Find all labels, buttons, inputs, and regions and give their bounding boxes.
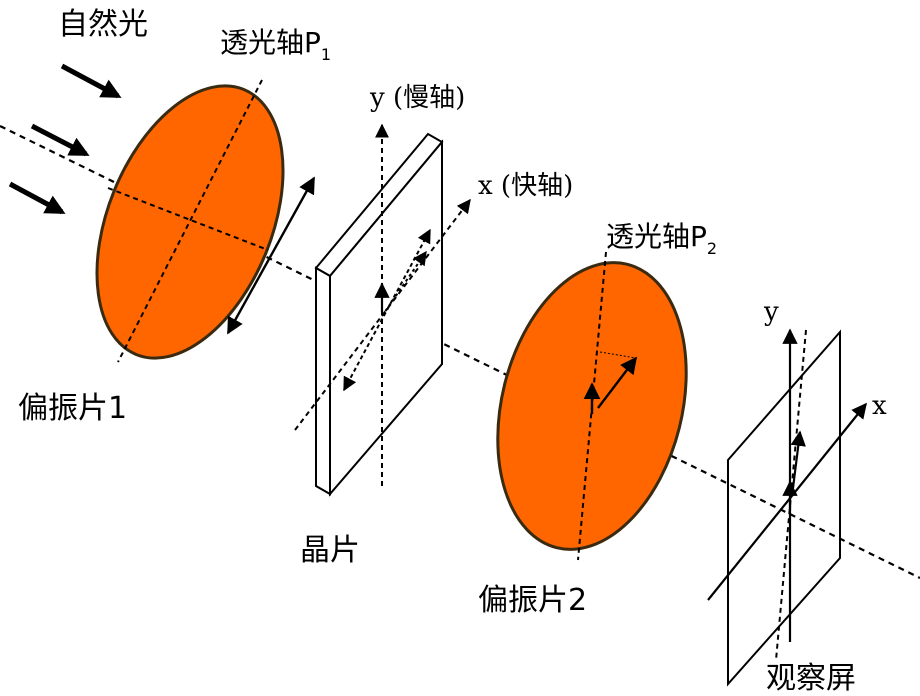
label-screen-y: y [763, 297, 779, 327]
screen-x-axis [707, 402, 867, 601]
polarizer-1 [95, 84, 285, 360]
polarizer-1-cross-axis [107, 187, 269, 251]
crystal-plate [314, 132, 444, 497]
incoming-light-arrows [8, 63, 122, 215]
label-axis-p1-sub: 1 [321, 45, 331, 64]
label-y-slow-axis: y (慢轴) [369, 83, 465, 113]
label-screen: 观察屏 [766, 661, 856, 696]
label-natural-light: 自然光 [58, 7, 148, 42]
label-axis-p1: 透光轴P1 [220, 26, 331, 64]
label-polarizer-1: 偏振片1 [18, 391, 127, 426]
observation-screen [727, 329, 841, 687]
polarizer-2-vector [597, 356, 638, 409]
polarizer-1-transmission-axis [117, 79, 263, 363]
crystal-component-arrow-2 [381, 250, 427, 317]
label-crystal: 晶片 [300, 533, 360, 568]
label-axis-p2-sub: 2 [707, 239, 717, 258]
label-screen-x: x [872, 391, 887, 421]
label-axis-p2: 透光轴P2 [606, 220, 717, 258]
crystal-component-arrow [343, 228, 431, 392]
label-polarizer-2: 偏振片2 [478, 583, 587, 618]
label-x-fast-axis: x (快轴) [478, 171, 573, 201]
polarization-direction-arrow [226, 176, 316, 335]
